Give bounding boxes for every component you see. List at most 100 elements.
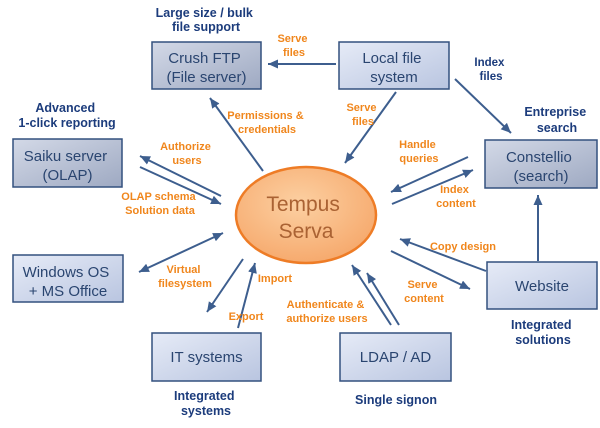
flow-virtual-filesystem: Virtual filesystem	[158, 264, 212, 290]
arrow-authorize-users	[139, 155, 222, 197]
flow-export-line1: Export	[229, 311, 264, 323]
windows-os-label: Windows OS + MS Office	[23, 264, 114, 300]
flow-serve-files-top-line2: files	[283, 47, 305, 59]
node-constellio: Constellio (search)	[484, 139, 598, 189]
flow-authenticate-line2: authorize users	[286, 313, 367, 325]
windows-os-line2: + MS Office	[29, 283, 108, 300]
caption-index-files: Index files	[474, 57, 507, 83]
flow-index-content: Index content	[436, 184, 476, 210]
flow-serve-files-center: Serve files	[346, 102, 379, 128]
caption-large-size-line1: Large size / bulk	[156, 6, 253, 20]
caption-advanced-reporting: Advanced 1-click reporting	[18, 101, 115, 130]
caption-advanced-line1: Advanced	[35, 101, 95, 115]
flow-serve-files-top-line1: Serve	[277, 33, 307, 45]
node-saiku-server: Saiku server (OLAP)	[12, 138, 123, 188]
flow-handle-queries-line1: Handle	[399, 139, 436, 151]
flow-permissions-line2: credentials	[238, 124, 296, 136]
flow-serve-content: Serve content	[404, 279, 444, 305]
node-website: Website	[486, 261, 598, 310]
arrow-index-files	[454, 78, 512, 134]
arrow-permissions-credentials	[209, 97, 264, 172]
caption-single-signon: Single signon	[355, 393, 437, 407]
flow-authorize-users-line2: users	[172, 155, 201, 167]
arrow-export	[206, 258, 244, 313]
caption-integrated-systems: Integrated systems	[174, 389, 238, 418]
flow-index-content-line2: content	[436, 198, 476, 210]
flow-serve-files-center-line2: files	[352, 116, 374, 128]
flow-permissions-line1: Permissions &	[227, 110, 303, 122]
tempus-serva-label: Tempus Serva	[266, 193, 345, 243]
flow-authorize-users: Authorize users	[160, 141, 214, 167]
local-file-system-line2: system	[370, 69, 418, 86]
arrow-olap-schema	[139, 166, 222, 205]
saiku-server-label: Saiku server (OLAP)	[24, 148, 112, 184]
flow-index-content-line1: Index	[440, 184, 470, 196]
arrow-authenticate-2	[366, 272, 400, 326]
node-local-file-system: Local file system	[338, 41, 450, 90]
node-crush-ftp: Crush FTP (File server)	[151, 41, 262, 90]
flow-serve-content-line2: content	[404, 293, 444, 305]
constellio-box	[484, 139, 598, 189]
caption-enterprise-line1: Entreprise	[524, 105, 586, 119]
it-systems-label: IT systems	[170, 349, 242, 366]
flow-olap-schema: OLAP schema Solution data	[121, 191, 198, 217]
saiku-server-line2: (OLAP)	[42, 167, 92, 184]
flow-copy-design-line1: Copy design	[430, 241, 496, 253]
ldap-ad-box	[339, 332, 452, 382]
constellio-line2: (search)	[513, 168, 568, 185]
website-box	[486, 261, 598, 310]
it-systems-box	[151, 332, 262, 382]
flow-import: Import	[258, 273, 293, 285]
arrow-layer	[138, 59, 543, 329]
tempus-serva-line2: Serva	[279, 220, 334, 243]
arrow-import	[237, 262, 257, 329]
flow-authenticate-line1: Authenticate &	[287, 299, 365, 311]
flow-import-line1: Import	[258, 273, 293, 285]
flow-handle-queries: Handle queries	[399, 139, 439, 165]
caption-index-files-line1: Index	[474, 57, 505, 69]
flow-copy-design: Copy design	[430, 241, 496, 253]
flow-authenticate-authorize: Authenticate & authorize users	[286, 299, 367, 325]
local-file-system-label: Local file system	[362, 50, 425, 86]
crush-ftp-box	[151, 41, 262, 90]
arrow-serve-files-center	[344, 91, 397, 164]
local-file-system-box	[338, 41, 450, 90]
it-systems-line1: IT systems	[170, 349, 242, 366]
center-node-tempus-serva: Tempus Serva	[234, 165, 378, 265]
node-ldap-ad: LDAP / AD	[339, 332, 452, 382]
caption-integrated-solutions-line1: Integrated	[511, 318, 571, 332]
tempus-serva-line1: Tempus	[266, 193, 340, 216]
constellio-label: Constellio (search)	[506, 149, 576, 185]
caption-integrated-solutions: Integrated solutions	[511, 318, 575, 347]
arrow-index-content	[391, 169, 474, 205]
arrow-authenticate-1	[351, 264, 392, 326]
caption-enterprise-line2: search	[537, 121, 577, 135]
crush-ftp-line1: Crush FTP	[168, 50, 241, 67]
windows-os-line1: Windows OS	[23, 264, 110, 281]
website-label: Website	[515, 278, 569, 295]
ldap-ad-label: LDAP / AD	[360, 349, 432, 366]
caption-large-size-bulk: Large size / bulk file support	[156, 6, 257, 34]
constellio-line1: Constellio	[506, 149, 572, 166]
saiku-server-box	[12, 138, 123, 188]
arrow-copy-design	[399, 238, 487, 272]
flow-permissions-credentials: Permissions & credentials	[227, 110, 306, 136]
crush-ftp-label: Crush FTP (File server)	[166, 50, 246, 86]
caption-integrated-solutions-line2: solutions	[515, 333, 571, 347]
flow-virtual-filesystem-line2: filesystem	[158, 278, 212, 290]
caption-integrated-systems-line1: Integrated	[174, 389, 234, 403]
caption-single-signon-line1: Single signon	[355, 393, 437, 407]
node-windows-os: Windows OS + MS Office	[12, 254, 124, 303]
caption-large-size-line2: file support	[172, 20, 241, 34]
flow-virtual-filesystem-line1: Virtual	[166, 264, 200, 276]
node-it-systems: IT systems	[151, 332, 262, 382]
flow-authorize-users-line1: Authorize	[160, 141, 211, 153]
tempus-serva-ellipse	[234, 165, 378, 265]
saiku-server-line1: Saiku server	[24, 148, 107, 165]
arrow-serve-content	[390, 250, 471, 290]
windows-os-box	[12, 254, 124, 303]
flow-serve-files-top: Serve files	[277, 33, 310, 59]
caption-advanced-line2: 1-click reporting	[18, 116, 115, 130]
caption-enterprise-search: Entreprise search	[524, 105, 589, 135]
